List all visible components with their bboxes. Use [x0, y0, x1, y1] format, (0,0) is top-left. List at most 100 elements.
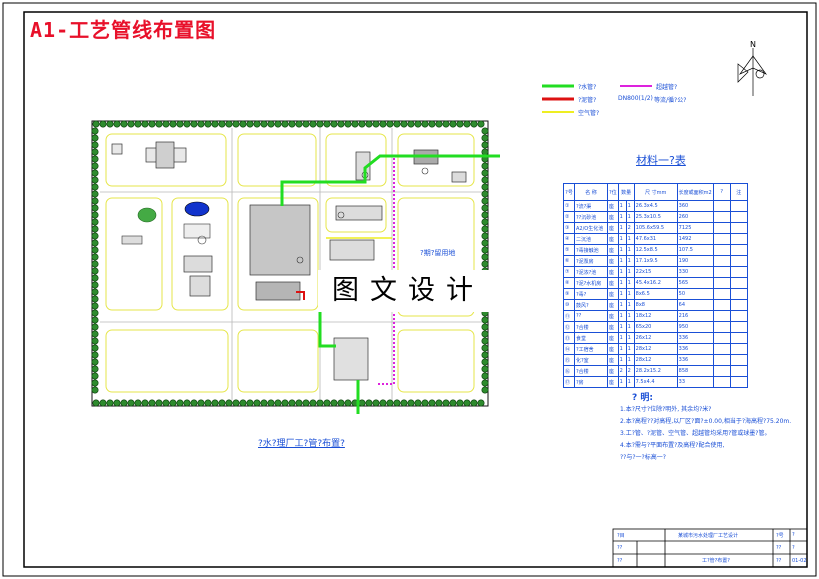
treatment-units [183, 149, 467, 381]
tree [260, 120, 268, 128]
table-cell: 360 [676, 200, 714, 212]
tree [414, 399, 422, 407]
tree [407, 120, 415, 128]
table-cell: 1 [617, 277, 627, 289]
tree [400, 399, 408, 407]
tree [91, 176, 99, 184]
tree [414, 120, 422, 128]
tree [372, 399, 380, 407]
site-roads [100, 128, 482, 400]
tree [463, 120, 471, 128]
title-block-value: ? [792, 545, 795, 551]
table-cell [729, 288, 748, 300]
table-cell: ⑩ [563, 299, 575, 311]
tree [351, 120, 359, 128]
tree [309, 399, 317, 407]
table-cell: 2 [617, 365, 627, 377]
table-cell: ??沉砂池 [574, 211, 608, 223]
table-cell: 1 [625, 277, 635, 289]
table-cell: ⑯ [563, 365, 575, 377]
table-cell: 260 [676, 211, 714, 223]
table-cell: ?毒? [574, 288, 608, 300]
table-cell: 65x20 [633, 321, 678, 333]
title-block-cell: ?? [776, 558, 782, 564]
tree [91, 134, 99, 142]
tree [344, 120, 352, 128]
tree [435, 120, 443, 128]
sludge-pipeline [296, 291, 305, 300]
tree [204, 120, 212, 128]
table-cell: ?泥泵房 [574, 255, 608, 267]
inner-frame [23, 11, 808, 568]
tree [481, 358, 489, 366]
table-cell [729, 211, 748, 223]
tree [91, 211, 99, 219]
tree [274, 120, 282, 128]
tree [481, 379, 489, 387]
table-cell: 107.5 [676, 244, 714, 256]
tree [113, 120, 121, 128]
table-cell [729, 321, 748, 333]
tree [456, 120, 464, 128]
tree [358, 120, 366, 128]
table-cell: 2 [625, 365, 635, 377]
tree [91, 155, 99, 163]
tree [344, 399, 352, 407]
tree [481, 190, 489, 198]
table-cell: 鼓风? [574, 299, 608, 311]
tree [91, 127, 99, 135]
table-cell [712, 310, 731, 322]
office-building [111, 141, 187, 169]
table-cell: ⑰ [563, 376, 575, 388]
table-cell: 1 [617, 321, 627, 333]
table-cell: 座 [607, 277, 619, 289]
col-header: ? [712, 183, 731, 201]
tree [481, 162, 489, 170]
tree [281, 120, 289, 128]
tree [365, 120, 373, 128]
table-cell: 1 [617, 255, 627, 267]
tree [456, 399, 464, 407]
tree [148, 399, 156, 407]
table-cell: 座 [607, 299, 619, 311]
tree [358, 399, 366, 407]
tree [463, 399, 471, 407]
tree [120, 399, 128, 407]
tree [91, 365, 99, 373]
north-label: N [750, 40, 756, 49]
tree [481, 204, 489, 212]
table-cell: 1 [617, 222, 627, 234]
north-arrow [737, 48, 768, 96]
col-header: 数量 [617, 183, 635, 201]
table-cell: 28x12 [633, 354, 678, 366]
table-cell: 2 [625, 222, 635, 234]
table-cell [729, 299, 748, 311]
table-cell: 1 [617, 299, 627, 311]
tree [91, 190, 99, 198]
table-cell: 950 [676, 321, 714, 333]
tree [267, 399, 275, 407]
tree [481, 169, 489, 177]
tree [91, 141, 99, 149]
table-cell [712, 211, 731, 223]
tree [91, 337, 99, 345]
note-line: 4.本?需与?平面布置?及高程?配合使用, [620, 442, 725, 449]
tree [91, 323, 99, 331]
tree [386, 399, 394, 407]
table-cell: 28.2x15.2 [633, 365, 678, 377]
tree [288, 120, 296, 128]
tree [260, 399, 268, 407]
tree [91, 260, 99, 268]
tree [155, 399, 163, 407]
tree [91, 197, 99, 205]
table-cell: 26.3x4.5 [633, 200, 678, 212]
tree [470, 399, 478, 407]
tree [481, 232, 489, 240]
table-cell: 1 [625, 354, 635, 366]
